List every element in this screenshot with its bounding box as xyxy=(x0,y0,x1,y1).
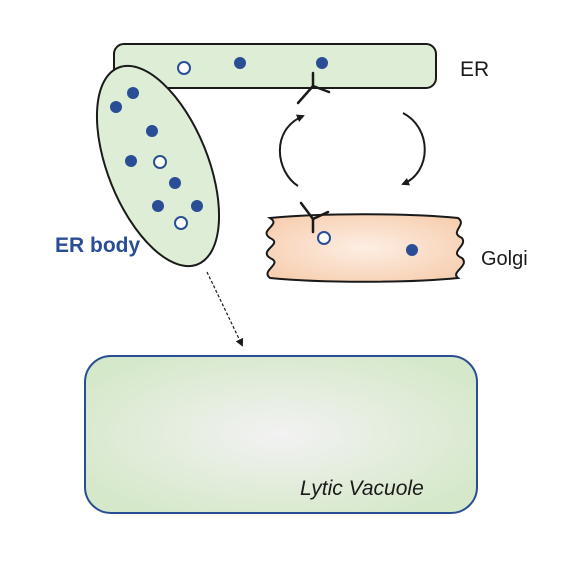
cargo-open-dot xyxy=(174,216,188,230)
cargo-open-dot xyxy=(153,155,167,169)
receptor-icon xyxy=(299,201,330,234)
transport-cycle xyxy=(279,112,426,187)
cargo-filled-dot xyxy=(234,57,246,69)
cargo-filled-dot xyxy=(406,244,418,256)
cargo-filled-dot xyxy=(191,200,203,212)
er-label: ER xyxy=(460,58,489,81)
cargo-filled-dot xyxy=(316,57,328,69)
cargo-open-dot xyxy=(317,231,331,245)
lytic-vacuole-label: Lytic Vacuole xyxy=(300,477,424,500)
golgi-stack xyxy=(265,213,465,283)
er-body-label: ER body xyxy=(55,234,140,257)
anterograde-arrow xyxy=(401,112,426,186)
cargo-filled-dot xyxy=(152,200,164,212)
cargo-filled-dot xyxy=(169,177,181,189)
cargo-filled-dot xyxy=(146,125,158,137)
lytic-vacuole xyxy=(84,355,478,514)
er-tube xyxy=(113,43,437,89)
cargo-open-dot xyxy=(177,61,191,75)
er-body-to-vacuole-arrow xyxy=(206,271,244,347)
cargo-filled-dot xyxy=(110,101,122,113)
golgi-compartment xyxy=(265,201,465,283)
receptor-icon xyxy=(296,71,331,105)
golgi-label: Golgi xyxy=(481,248,528,270)
retrograde-arrow xyxy=(279,114,305,187)
er-body-compartment xyxy=(95,64,221,268)
cargo-filled-dot xyxy=(127,87,139,99)
cargo-filled-dot xyxy=(125,155,137,167)
er-compartment xyxy=(113,43,437,105)
